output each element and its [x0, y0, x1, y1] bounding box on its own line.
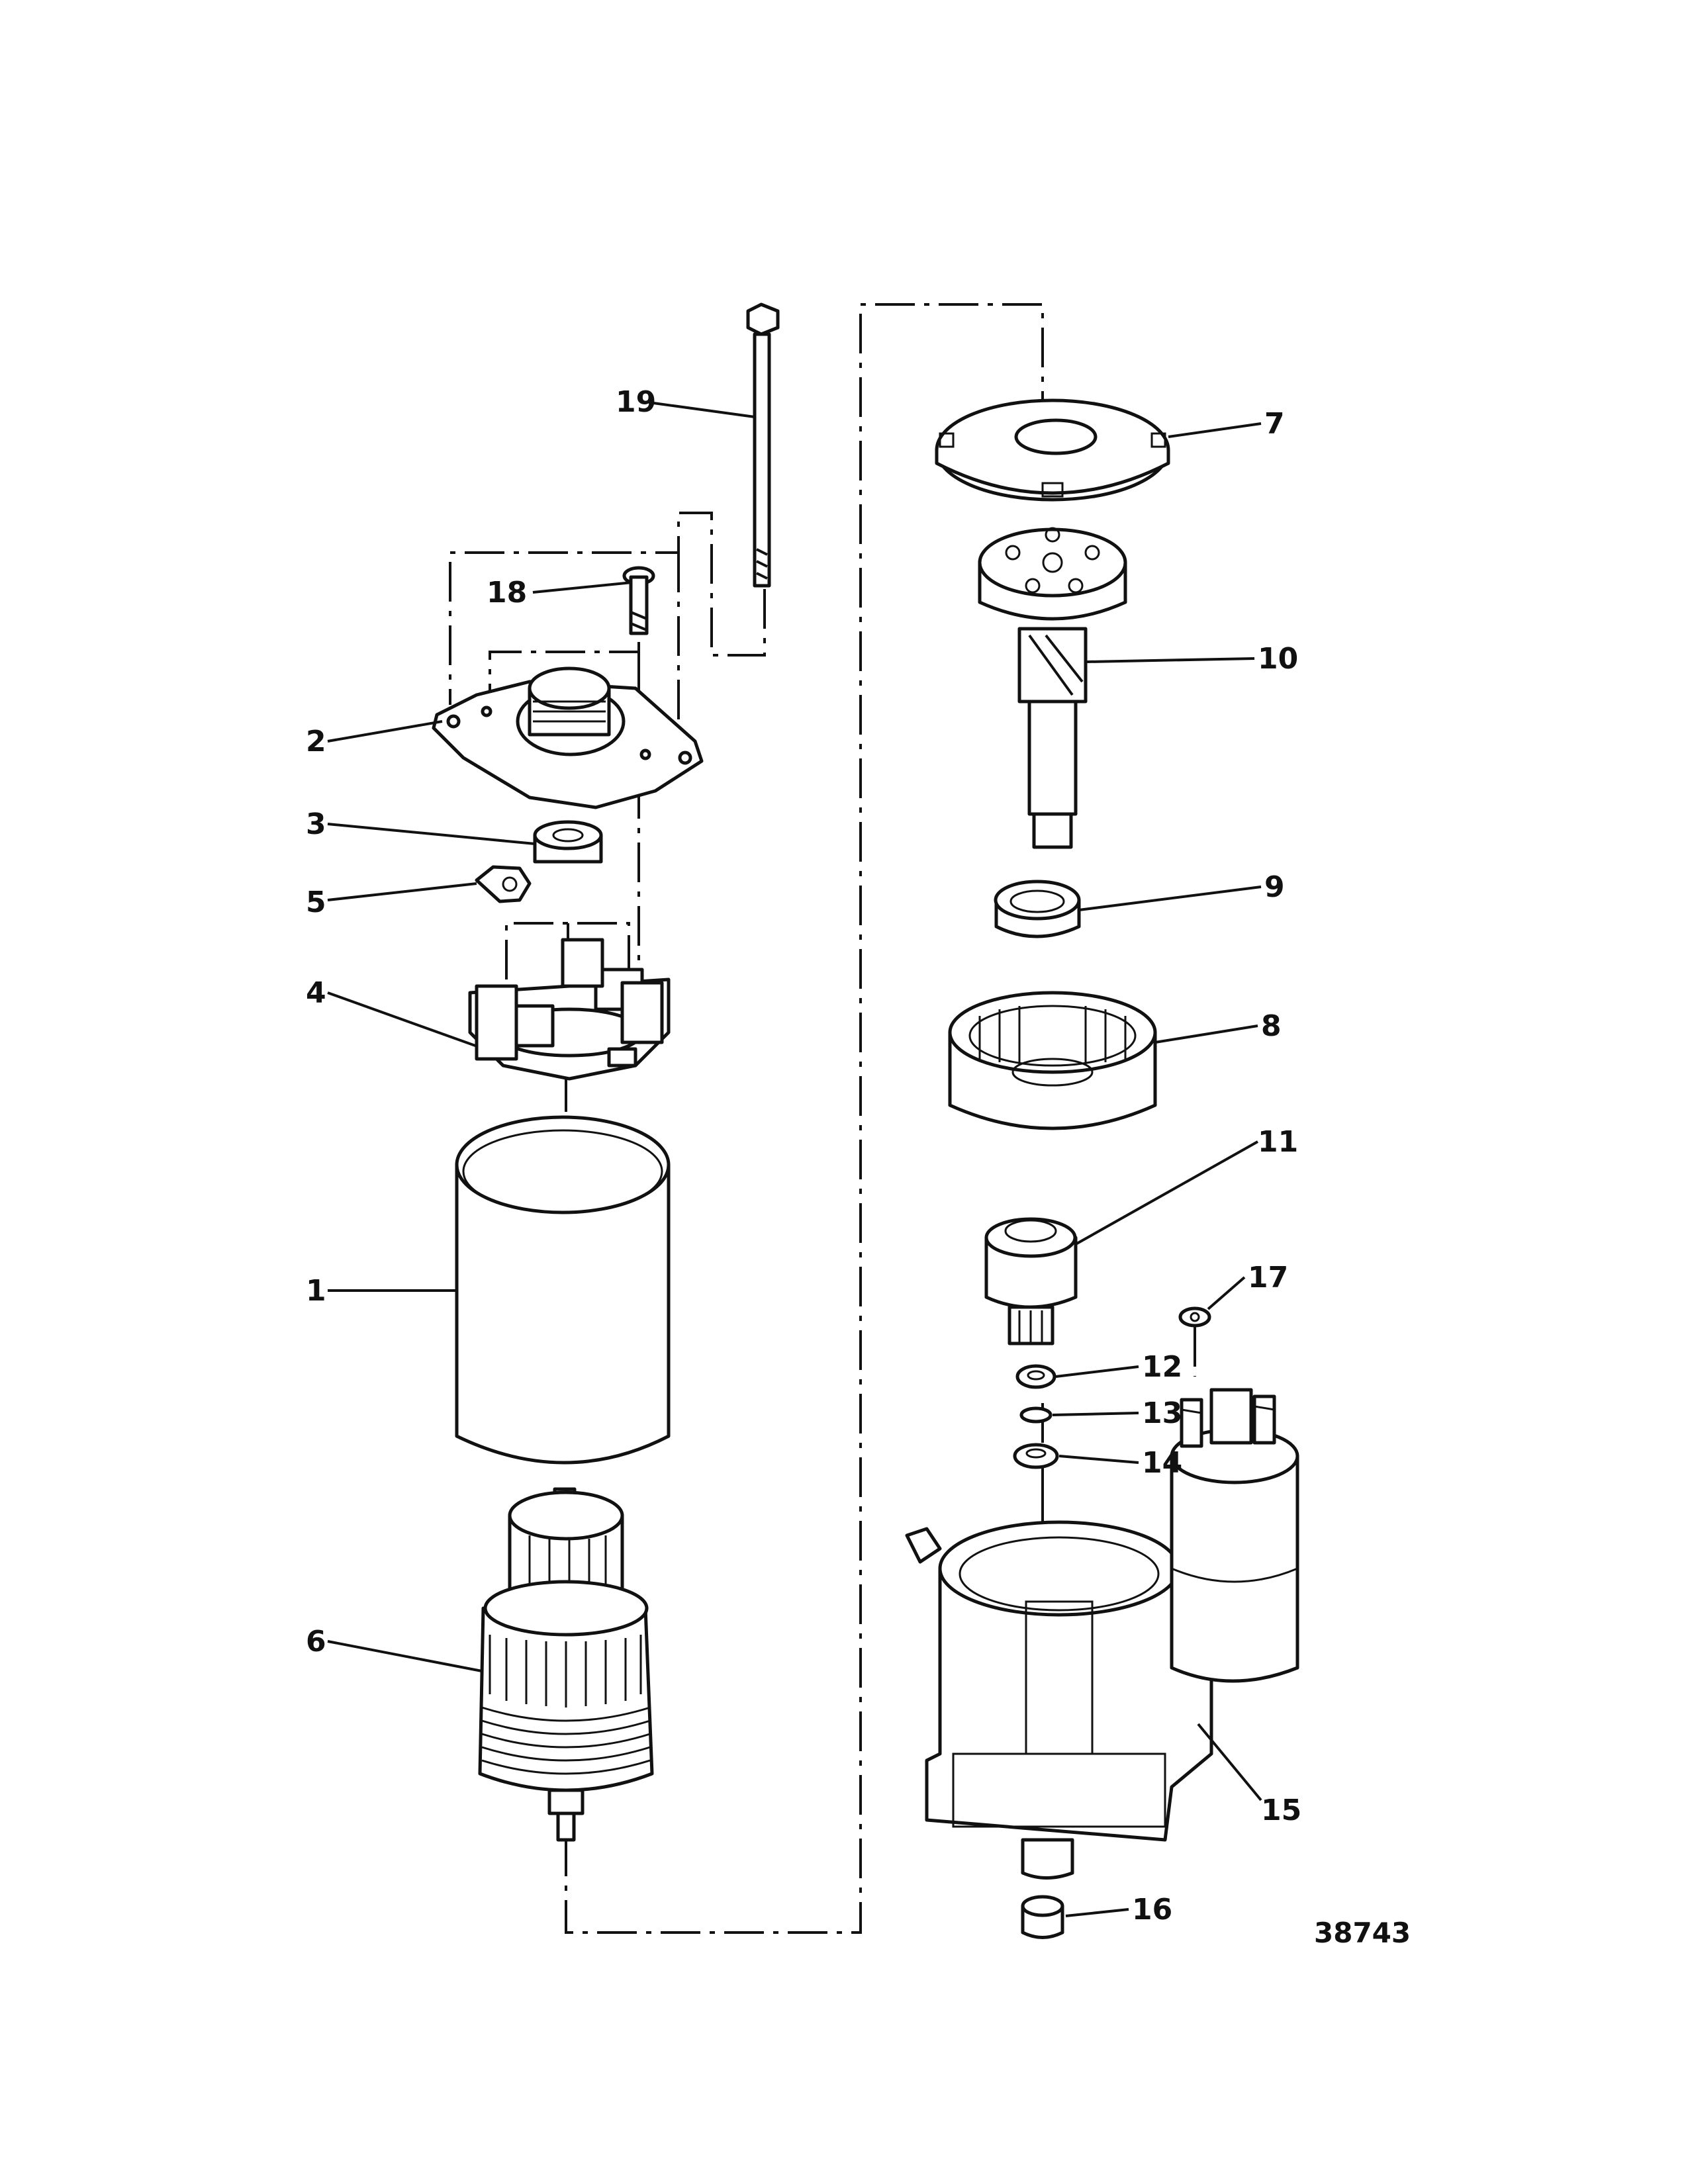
assembly-lines [449, 303, 1196, 1934]
leader-lines [327, 401, 1262, 1917]
drive-end-cap [935, 398, 1170, 502]
callout-19: 19 [616, 385, 656, 419]
screw-bracket-line [489, 642, 640, 718]
callout-8: 8 [1261, 1009, 1282, 1043]
armature [478, 1487, 654, 1842]
assembly-loop-line [565, 303, 1044, 1934]
drive-housing [905, 1388, 1299, 1880]
callout-13: 13 [1142, 1396, 1182, 1430]
bushing [1021, 1895, 1064, 1939]
drive-pinion [984, 1217, 1078, 1345]
callout-17: 17 [1248, 1261, 1288, 1295]
callout-11: 11 [1258, 1125, 1298, 1159]
ring-gear [948, 991, 1157, 1130]
callout-4: 4 [306, 976, 326, 1010]
callout-1: 1 [306, 1274, 326, 1308]
callout-labels: 1 2 3 4 5 6 7 8 9 10 11 12 13 14 15 16 1… [306, 385, 1301, 1927]
callout-7: 7 [1264, 407, 1285, 441]
screw [622, 566, 655, 635]
callout-3: 3 [306, 807, 326, 841]
commutator-end-plate [432, 666, 704, 809]
callout-6: 6 [306, 1625, 326, 1659]
callout-16: 16 [1132, 1893, 1172, 1927]
terminal-nut [1178, 1306, 1211, 1328]
stop-washer [1015, 1364, 1056, 1389]
callout-2: 2 [306, 725, 326, 758]
brush-spring [475, 865, 532, 903]
drive-shaft [978, 527, 1127, 849]
bearing [533, 820, 603, 864]
roller-bearing [994, 880, 1081, 938]
callout-18: 18 [487, 576, 527, 610]
callout-15: 15 [1261, 1794, 1301, 1827]
callout-14: 14 [1142, 1446, 1182, 1480]
through-bolt [746, 302, 780, 588]
through-bolt-bracket-line [449, 512, 766, 705]
collar [1013, 1443, 1059, 1469]
brush-holder [468, 938, 671, 1081]
callout-9: 9 [1264, 870, 1285, 904]
callout-10: 10 [1258, 642, 1298, 676]
callout-12: 12 [1142, 1350, 1182, 1384]
callout-5: 5 [306, 886, 326, 919]
figure-number: 38743 [1314, 1917, 1411, 1949]
field-frame [455, 1115, 671, 1465]
snap-ring [1019, 1406, 1053, 1424]
